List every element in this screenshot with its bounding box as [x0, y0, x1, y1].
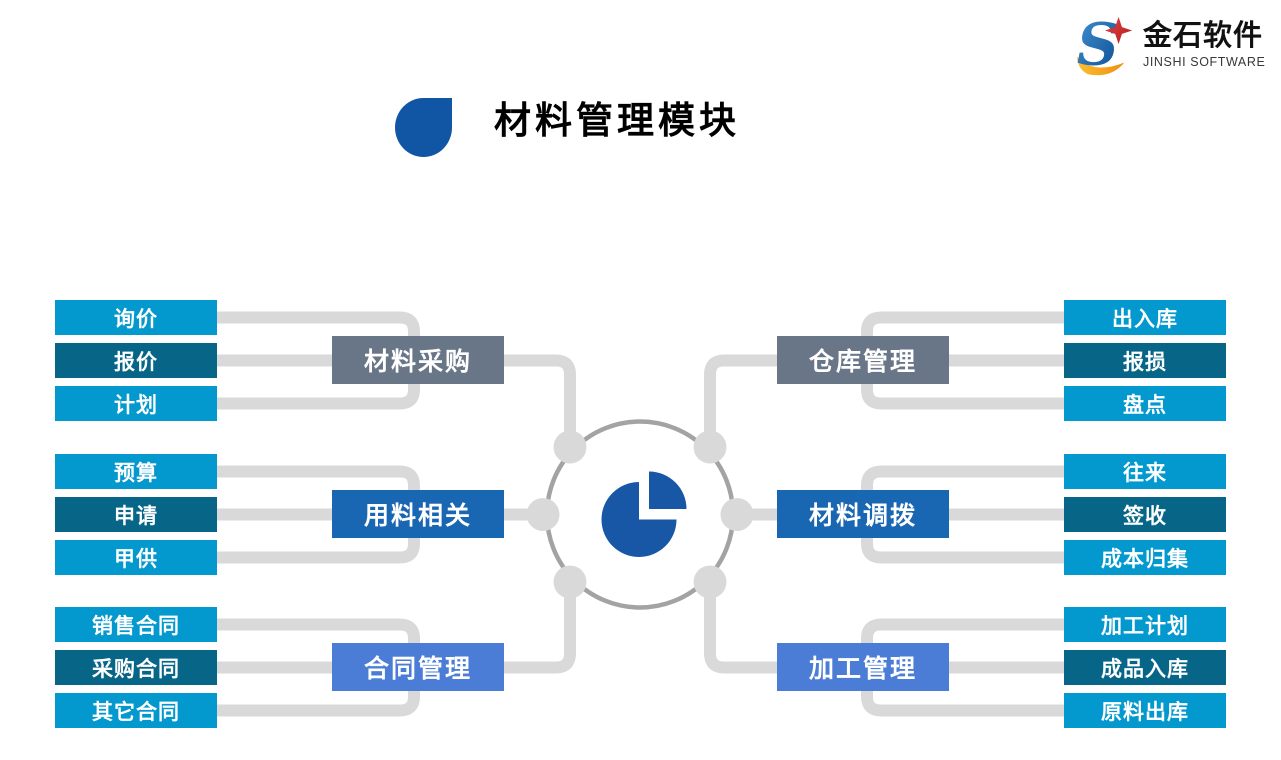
pie-chart-icon	[601, 471, 687, 557]
item-damage-report: 报损	[1064, 343, 1226, 378]
item-other-contract: 其它合同	[55, 693, 217, 728]
brand-name: 金石软件	[1143, 20, 1264, 53]
logo-star-icon	[1105, 16, 1133, 45]
item-stocktaking: 盘点	[1064, 386, 1226, 421]
item-finished-goods-in: 成品入库	[1064, 650, 1226, 685]
category-contract-management: 合同管理	[332, 643, 504, 691]
item-quotation: 报价	[55, 343, 217, 378]
category-material-purchasing: 材料采购	[332, 336, 504, 384]
item-inquiry: 询价	[55, 300, 217, 335]
item-application: 申请	[55, 497, 217, 532]
category-warehouse-management: 仓库管理	[777, 336, 949, 384]
item-plan: 计划	[55, 386, 217, 421]
item-transactions: 往来	[1064, 454, 1226, 489]
brand-logo: S 金石软件 JINSHI SOFTWARE	[1074, 12, 1265, 78]
jinshi-logo-icon: S	[1076, 12, 1133, 78]
item-sign-off: 签收	[1064, 497, 1226, 532]
item-purchase-contract: 采购合同	[55, 650, 217, 685]
item-raw-material-out: 原料出库	[1064, 693, 1226, 728]
hub-node	[526, 498, 560, 531]
category-material-usage: 用料相关	[332, 490, 504, 538]
logo-swoosh-icon	[1076, 56, 1125, 76]
logo-s-glyph: S	[1077, 12, 1119, 78]
item-in-out-stock: 出入库	[1064, 300, 1226, 335]
brand-subtitle: JINSHI SOFTWARE	[1143, 54, 1266, 69]
hub-node	[553, 565, 587, 599]
category-material-allocation: 材料调拨	[777, 490, 949, 538]
page-title: 材料管理模块	[494, 100, 740, 141]
item-processing-plan: 加工计划	[1064, 607, 1226, 642]
title-bullet-icon	[395, 98, 452, 157]
item-cost-collection: 成本归集	[1064, 540, 1226, 575]
hub-node	[693, 565, 727, 599]
item-budget: 预算	[55, 454, 217, 489]
category-processing-management: 加工管理	[777, 643, 949, 691]
hub-node	[720, 498, 754, 531]
brand-text: 金石软件 JINSHI SOFTWARE	[1143, 20, 1266, 69]
hub-node	[693, 430, 727, 464]
hub-node	[553, 430, 587, 464]
item-sales-contract: 销售合同	[55, 607, 217, 642]
item-owner-supplied: 甲供	[55, 540, 217, 575]
hub-nodes	[526, 430, 754, 599]
